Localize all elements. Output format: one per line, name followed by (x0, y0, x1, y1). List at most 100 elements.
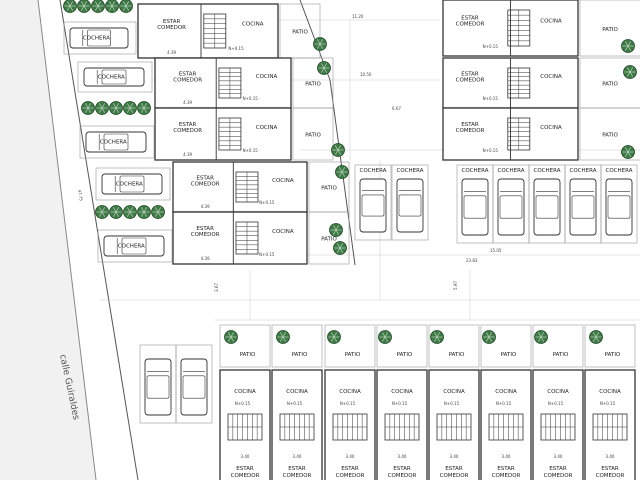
label-cocina: COCINA (540, 74, 562, 80)
garage-row (175, 344, 213, 424)
label-estar: ESTAR (196, 176, 214, 182)
label-patio: PATIO (501, 352, 517, 358)
label-dim: 4.39 (167, 50, 176, 55)
label-cocina: COCINA (391, 389, 413, 395)
stair-icon (540, 413, 576, 441)
car-icon (83, 67, 145, 87)
patio-bottom: PATIO (219, 324, 271, 368)
label-patio: PATIO (449, 352, 465, 358)
garage-left: COCHERA (77, 61, 153, 93)
label-cochera: COCHERA (534, 168, 561, 174)
dim-2: 10.50 (360, 72, 372, 77)
label-patio: PATIO (305, 133, 321, 139)
label-cochera: COCHERA (462, 168, 489, 174)
label-dim: 3.40 (606, 454, 615, 459)
garage-row: COCHERA (354, 164, 392, 241)
label-patio: PATIO (321, 237, 337, 243)
left-units: ESTARCOMEDORCOCINAN+0.154.39PATIOESTARCO… (137, 3, 350, 265)
label-nivel: N+0.15 (483, 44, 499, 49)
label-cocina: COCINA (286, 389, 308, 395)
stair-icon (592, 413, 628, 441)
label-dim: 3.40 (450, 454, 459, 459)
tree-icon (329, 223, 343, 237)
label-nivel: N+0.15 (259, 252, 275, 257)
label-cochera: COCHERA (83, 36, 110, 42)
label-comedor: COMEDOR (388, 473, 417, 479)
garage-left: COCHERA (79, 125, 155, 159)
label-cocina: COCINA (272, 178, 294, 184)
car-icon (101, 173, 163, 195)
label-estar: ESTAR (497, 466, 515, 472)
label-cocina: COCINA (256, 74, 278, 80)
tree-icon (77, 0, 91, 13)
label-nivel: N+0.15 (259, 200, 275, 205)
label-estar: ESTAR (341, 466, 359, 472)
garage-left: COCHERA (95, 167, 171, 201)
label-comedor: COMEDOR (191, 182, 220, 188)
tree-icon (482, 330, 496, 344)
garage-row (139, 344, 177, 424)
label-estar: ESTAR (393, 466, 411, 472)
dim-1: 11.20 (352, 14, 364, 19)
garage-left: COCHERA (63, 21, 137, 55)
label-nivel: N+0.15 (235, 401, 251, 406)
label-estar: ESTAR (163, 19, 181, 25)
label-patio: PATIO (305, 82, 321, 88)
property-line (59, 0, 139, 480)
tree-icon (109, 205, 123, 219)
car-icon (605, 178, 633, 236)
label-cocina: COCINA (242, 22, 264, 28)
label-cochera: COCHERA (397, 168, 424, 174)
label-nivel: N+0.15 (600, 401, 616, 406)
trees (63, 0, 637, 344)
tree-icon (123, 205, 137, 219)
stair-icon (507, 117, 531, 151)
label-comedor: COMEDOR (173, 128, 202, 134)
tree-icon (621, 39, 635, 53)
patio-bottom: PATIO (480, 324, 532, 368)
stair-icon (488, 413, 524, 441)
label-comedor: COMEDOR (596, 473, 625, 479)
garage-row: COCHERA (600, 164, 638, 244)
label-estar: ESTAR (461, 16, 479, 22)
label-estar: ESTAR (601, 466, 619, 472)
label-comedor: COMEDOR (492, 473, 521, 479)
label-cochera: COCHERA (498, 168, 525, 174)
garage-row: COCHERA (391, 164, 429, 241)
label-nivel: N+0.15 (444, 401, 460, 406)
label-estar: ESTAR (179, 122, 197, 128)
label-cochera: COCHERA (606, 168, 633, 174)
stair-icon (235, 171, 259, 203)
label-dim: 3.40 (502, 454, 511, 459)
tree-icon (91, 0, 105, 13)
tree-icon (313, 37, 327, 51)
tree-icon (331, 143, 345, 157)
tree-icon (224, 330, 238, 344)
label-nivel: N+0.15 (228, 46, 244, 51)
tree-icon (378, 330, 392, 344)
label-dim: 3.40 (398, 454, 407, 459)
label-patio: PATIO (602, 27, 618, 33)
stair-icon (384, 413, 420, 441)
tree-icon (95, 101, 109, 115)
label-estar: ESTAR (179, 72, 197, 78)
label-patio: PATIO (605, 352, 621, 358)
label-comedor: COMEDOR (191, 232, 220, 238)
label-cocina: COCINA (540, 18, 562, 24)
label-nivel: N+0.15 (287, 401, 303, 406)
stair-icon (235, 221, 259, 255)
patio-bottom: PATIO (584, 324, 636, 368)
tree-icon (81, 101, 95, 115)
garage-row: COCHERA (492, 164, 530, 244)
label-cochera: COCHERA (116, 182, 143, 188)
stair-icon (279, 413, 315, 441)
label-patio: PATIO (292, 352, 308, 358)
car-icon (396, 178, 424, 233)
